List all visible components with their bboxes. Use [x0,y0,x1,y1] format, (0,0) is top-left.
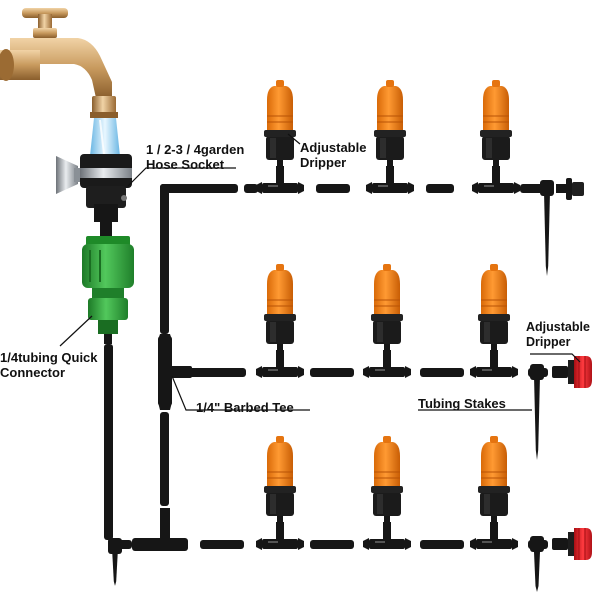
tubing-stake-icon [530,536,544,592]
barbed-tee-icon [366,166,414,194]
barbed-tee-icon [256,350,304,378]
barbed-tee-label: 1/4" Barbed Tee [196,400,294,415]
barbed-tee-icon [363,522,411,550]
faucet-icon [0,8,118,118]
barbed-tee-icon [256,522,304,550]
adjustable-dripper-icon [263,263,297,353]
quick-connector-label: 1/4tubing Quick Connector [0,350,98,380]
adjustable-dripper-icon [370,435,404,525]
hose-socket-label-line2: Hose Socket [146,157,225,172]
adjustable-dripper-top-label-line1: Adjustable [300,140,367,155]
adjustable-dripper-right-label: Adjustable Dripper [526,320,590,350]
tubing-stakes-label: Tubing Stakes [418,396,506,411]
quick-connector-icon [82,236,134,344]
adjustable-dripper-right-label-line1: Adjustable [526,320,590,334]
dripper-row-top [256,79,584,276]
hose-socket-label: 1 / 2-3 / 4garden Hose Socket [146,142,244,172]
barbed-tee-icon [470,522,518,550]
barbed-tee-icon [472,166,520,194]
barbed-tee-icon [158,334,192,410]
tubing-stake-icon [108,538,122,586]
adjustable-dripper-top-label: Adjustable Dripper [300,140,366,170]
barbed-tee-icon [256,166,304,194]
quick-connector-label-line2: Connector [0,365,65,380]
dripper-row-bottom [108,435,593,592]
adjustable-dripper-icon [370,263,404,353]
red-dripper-icon [551,527,593,561]
adjustable-dripper-icon [479,79,513,169]
callout-lines [59,133,581,411]
adjustable-dripper-icon [477,263,511,353]
adjustable-dripper-icon [263,435,297,525]
tubing-stake-icon [530,364,544,460]
barbed-tee-icon [132,508,188,551]
barbed-tee-icon [470,350,518,378]
barbed-tee-icon [363,350,411,378]
adjustable-dripper-icon [477,435,511,525]
adjustable-dripper-icon [263,79,297,169]
water-stream-icon [90,118,120,156]
hose-socket-icon [56,154,132,238]
adjustable-dripper-top-label-line2: Dripper [300,155,347,170]
quick-connector-label-line1: 1/4tubing Quick [0,350,98,365]
adjustable-dripper-right-label-line2: Dripper [526,335,571,349]
tubing-stake-icon [540,180,554,276]
adjustable-dripper-icon [373,79,407,169]
hose-socket-label-line1: 1 / 2-3 / 4garden [146,142,245,157]
dripper-row-middle [158,263,593,460]
end-plug-icon [556,178,584,200]
red-dripper-icon [551,355,593,389]
